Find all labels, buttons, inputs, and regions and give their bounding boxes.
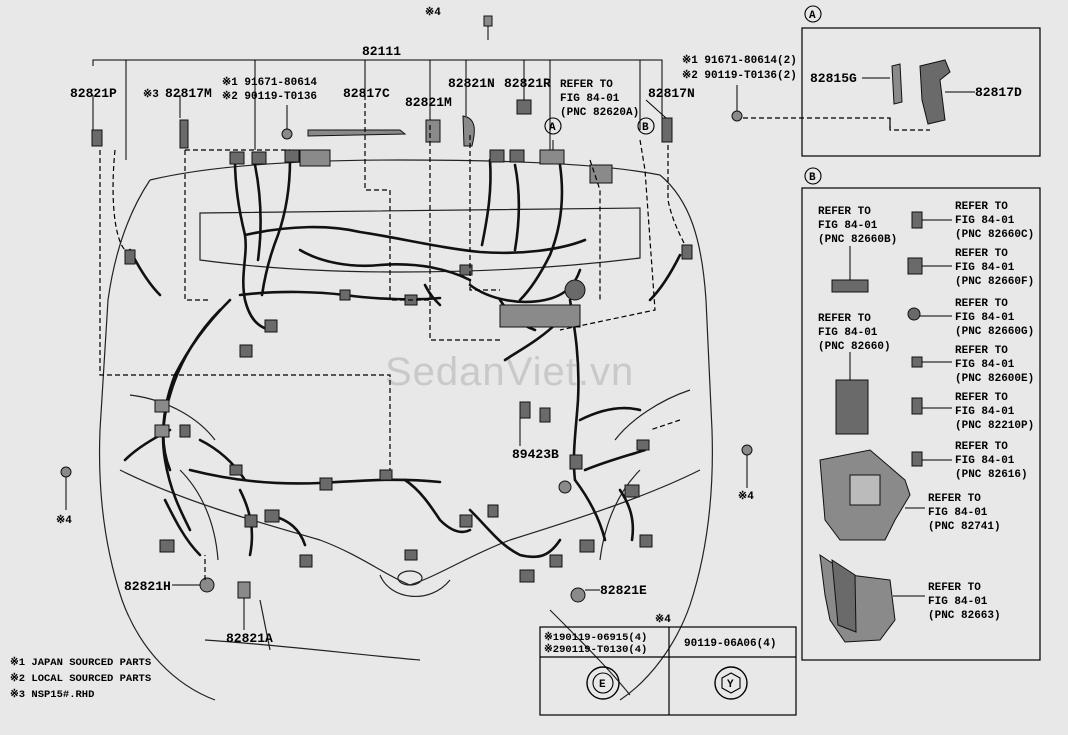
- svg-text:(PNC 82600E): (PNC 82600E): [955, 373, 1034, 385]
- svg-text:REFER TO: REFER TO: [955, 248, 1008, 260]
- part-82821M: 82821M: [405, 95, 452, 110]
- svg-text:(PNC 82663): (PNC 82663): [928, 610, 1001, 622]
- bolt-y-icon: Y: [714, 666, 748, 700]
- bolt-line-2: ※2 90119-T0136: [222, 90, 317, 103]
- svg-text:(PNC 82660G): (PNC 82660G): [955, 326, 1034, 338]
- svg-text:(PNC 82616): (PNC 82616): [955, 469, 1028, 481]
- bolt-table-mark: ※4: [655, 613, 671, 626]
- svg-text:REFER TO: REFER TO: [818, 206, 871, 218]
- legend-item-2: ※2 LOCAL SOURCED PARTS: [10, 672, 151, 685]
- part-89423B: 89423B: [512, 447, 559, 462]
- bolt-table-col1-line1: ※190119-06915(4): [544, 631, 647, 644]
- part-82821N: 82821N: [448, 76, 495, 91]
- part-82817M: 82817M: [165, 86, 212, 101]
- detail-a-bolt-2: ※2 90119-T0136(2): [682, 69, 797, 82]
- svg-text:REFER TO: REFER TO: [955, 392, 1008, 404]
- legend-item-3: ※3 NSP15#.RHD: [10, 688, 94, 701]
- part-82111: 82111: [362, 44, 401, 59]
- svg-text:A: A: [549, 122, 556, 134]
- circle-marker-a: A: [544, 117, 562, 135]
- detail-a-bolt-1: ※1 91671-80614(2): [682, 54, 797, 67]
- svg-text:FIG 84-01: FIG 84-01: [955, 312, 1015, 324]
- legend: ※1 JAPAN SOURCED PARTS ※2 LOCAL SOURCED …: [10, 656, 151, 701]
- mark3: ※3: [143, 88, 159, 101]
- svg-text:FIG 84-01: FIG 84-01: [955, 359, 1015, 371]
- svg-text:REFER TO: REFER TO: [928, 493, 981, 505]
- svg-text:REFER TO: REFER TO: [928, 582, 981, 594]
- part-82821H: 82821H: [124, 579, 171, 594]
- svg-text:(PNC 82660F): (PNC 82660F): [955, 276, 1034, 288]
- leader-lines: [65, 59, 748, 630]
- svg-text:REFER TO: REFER TO: [955, 201, 1008, 213]
- svg-text:REFER TO: REFER TO: [955, 345, 1008, 357]
- svg-text:(PNC 82660C): (PNC 82660C): [955, 229, 1034, 241]
- ref-top-line3: (PNC 82620A): [560, 107, 639, 119]
- bolt-line-1: ※1 91671-80614: [222, 76, 317, 89]
- svg-text:FIG 84-01: FIG 84-01: [955, 455, 1015, 467]
- part-82815G: 82815G: [810, 71, 857, 86]
- mark4-top: ※4: [425, 6, 441, 19]
- detail-b-badge: B: [809, 172, 816, 184]
- svg-text:(PNC 82741): (PNC 82741): [928, 521, 1001, 533]
- bolt-table: ※4 ※190119-06915(4) ※290119-T0130(4) 901…: [539, 613, 797, 716]
- svg-text:FIG 84-01: FIG 84-01: [818, 220, 878, 232]
- svg-text:FIG 84-01: FIG 84-01: [955, 406, 1015, 418]
- legend-item-1: ※1 JAPAN SOURCED PARTS: [10, 656, 151, 669]
- svg-text:REFER TO: REFER TO: [955, 298, 1008, 310]
- svg-text:FIG 84-01: FIG 84-01: [955, 215, 1015, 227]
- detail-a: ※1 91671-80614(2) ※2 90119-T0136(2) A 82…: [682, 5, 1041, 157]
- svg-text:(PNC 82660B): (PNC 82660B): [818, 234, 897, 246]
- detail-a-badge: A: [809, 10, 816, 22]
- part-82817D: 82817D: [975, 85, 1022, 100]
- part-82821R: 82821R: [504, 76, 551, 91]
- svg-text:(PNC 82210P): (PNC 82210P): [955, 420, 1034, 432]
- svg-text:REFER TO: REFER TO: [818, 313, 871, 325]
- ref-top-line1: REFER TO: [560, 79, 613, 91]
- part-labels: ※4 82111 82821P ※3 82817M ※1 91671-80614…: [56, 6, 754, 646]
- svg-text:B: B: [642, 122, 649, 134]
- part-82821A: 82821A: [226, 631, 273, 646]
- svg-text:FIG 84-01: FIG 84-01: [928, 507, 988, 519]
- part-82817C: 82817C: [343, 86, 390, 101]
- svg-text:FIG 84-01: FIG 84-01: [928, 596, 988, 608]
- mark4-right: ※4: [738, 490, 754, 503]
- ref-top-line2: FIG 84-01: [560, 93, 620, 105]
- part-82817N: 82817N: [648, 86, 695, 101]
- detail-b: B REFER TO FIG 84-01 (PNC 82660B) REFER …: [801, 167, 1041, 661]
- svg-text:FIG 84-01: FIG 84-01: [818, 327, 878, 339]
- svg-text:REFER TO: REFER TO: [955, 441, 1008, 453]
- svg-text:FIG 84-01: FIG 84-01: [955, 262, 1015, 274]
- part-82821P: 82821P: [70, 86, 117, 101]
- circle-marker-b: B: [637, 117, 655, 135]
- svg-text:Y: Y: [727, 679, 734, 691]
- bolt-table-col1-line2: ※290119-T0130(4): [544, 643, 647, 656]
- dashed-leaders: [99, 95, 891, 580]
- car-body-outline: [98, 159, 713, 701]
- bolt-e-icon: E: [586, 666, 620, 700]
- part-82821E: 82821E: [600, 583, 647, 598]
- bolt-table-col2: 90119-06A06(4): [684, 638, 776, 650]
- svg-text:E: E: [599, 679, 606, 691]
- svg-text:(PNC 82660): (PNC 82660): [818, 341, 891, 353]
- mark4-left: ※4: [56, 514, 72, 527]
